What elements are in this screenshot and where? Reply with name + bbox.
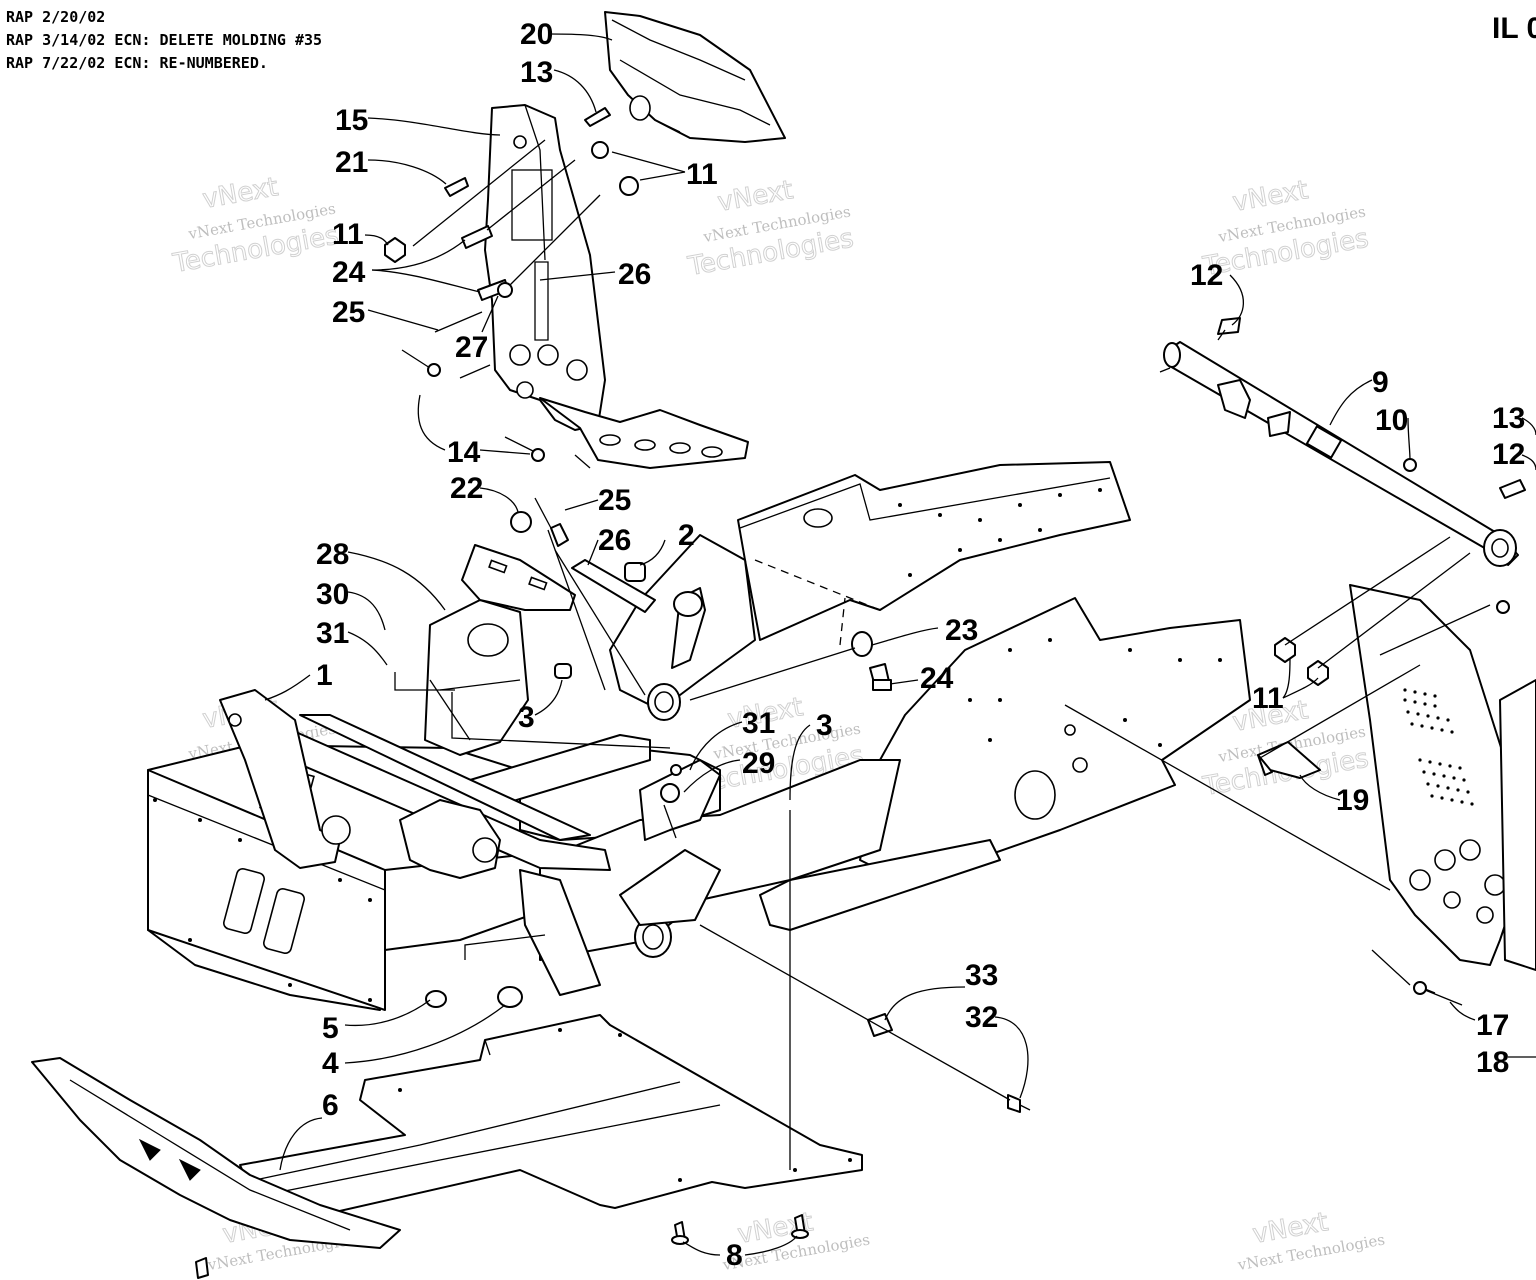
callout-25: 25 (332, 296, 365, 329)
callout-28: 28 (316, 538, 349, 571)
callout-18: 18 (1476, 1046, 1509, 1079)
front-skid-plate (31, 1057, 401, 1249)
belly-pan-holes (398, 1028, 852, 1182)
callout-10: 10 (1375, 404, 1408, 437)
part-15-steering-support (484, 104, 749, 469)
mid-hardware (510, 497, 892, 841)
callout-9: 9 (1372, 366, 1389, 399)
callout-11: 11 (1252, 682, 1284, 715)
watermark-brand: vNext (1230, 175, 1310, 218)
callout-23: 23 (945, 614, 978, 647)
callout-20: 20 (520, 18, 553, 51)
revision-notes: RAP 2/20/02 RAP 3/14/02 ECN: DELETE MOLD… (6, 8, 322, 72)
callout-30: 30 (316, 578, 349, 611)
callout-31: 31 (742, 707, 775, 740)
callout-14: 14 (447, 436, 481, 469)
callout-17: 17 (1476, 1009, 1509, 1042)
right-side-panel (1257, 584, 1536, 1006)
callout-24: 24 (332, 256, 366, 289)
watermark-brand: vNext (715, 175, 795, 218)
callout-12: 12 (1492, 438, 1525, 471)
revision-line-3: RAP 7/22/02 ECN: RE-NUMBERED. (6, 54, 268, 72)
watermark-3: vNext vNext Technologies Technologies (1200, 175, 1372, 283)
callout-5: 5 (322, 1012, 339, 1045)
part-20-headlight-housing (604, 11, 786, 143)
leader-lines (264, 33, 1536, 1256)
callout-13: 13 (520, 56, 553, 89)
callout-13: 13 (1492, 402, 1525, 435)
revision-line-2: RAP 3/14/02 ECN: DELETE MOLDING #35 (6, 31, 322, 49)
illustration-id: IL 0 (1492, 12, 1536, 45)
watermark-9: vNext vNext Technologies (1235, 1207, 1386, 1275)
callout-12: 12 (1190, 259, 1223, 292)
callout-3: 3 (518, 701, 535, 734)
main-chassis (147, 461, 1251, 1011)
callout-26: 26 (618, 258, 651, 291)
part-28-mount-bracket (424, 544, 576, 756)
callout-11: 11 (332, 218, 364, 251)
callout-33: 33 (965, 959, 998, 992)
callout-6: 6 (322, 1089, 339, 1122)
callout-15: 15 (335, 104, 368, 137)
callout-25: 25 (598, 484, 631, 517)
callout-24: 24 (920, 662, 954, 695)
rivet-holes (153, 488, 1222, 1002)
watermark-2: vNext vNext Technologies Technologies (685, 175, 857, 283)
lower-hardware (195, 986, 1031, 1279)
callout-3: 3 (816, 709, 833, 742)
watermark-brand: vNext (200, 172, 280, 215)
callout-31: 31 (316, 617, 349, 650)
part-9-steering-bar (1159, 317, 1526, 567)
revision-line-1: RAP 2/20/02 (6, 8, 105, 26)
callout-2: 2 (678, 519, 695, 552)
watermark-1: vNext vNext Technologies Technologies (170, 172, 342, 280)
callout-21: 21 (335, 146, 368, 179)
callout-19: 19 (1336, 784, 1369, 817)
callout-numbers: 20 13 15 21 11 11 24 25 27 26 14 22 25 2… (316, 18, 1525, 1272)
callout-26: 26 (598, 524, 631, 557)
callout-22: 22 (450, 472, 483, 505)
callout-29: 29 (742, 747, 775, 780)
callout-4: 4 (322, 1047, 339, 1080)
callout-11: 11 (686, 158, 718, 191)
callout-32: 32 (965, 1001, 998, 1034)
part-6-belly-pan (239, 1014, 863, 1221)
callout-8: 8 (726, 1239, 743, 1272)
fasteners-upper (384, 107, 639, 462)
callout-27: 27 (455, 331, 488, 364)
callout-1: 1 (316, 659, 333, 692)
vent-perforation (1403, 688, 1474, 806)
